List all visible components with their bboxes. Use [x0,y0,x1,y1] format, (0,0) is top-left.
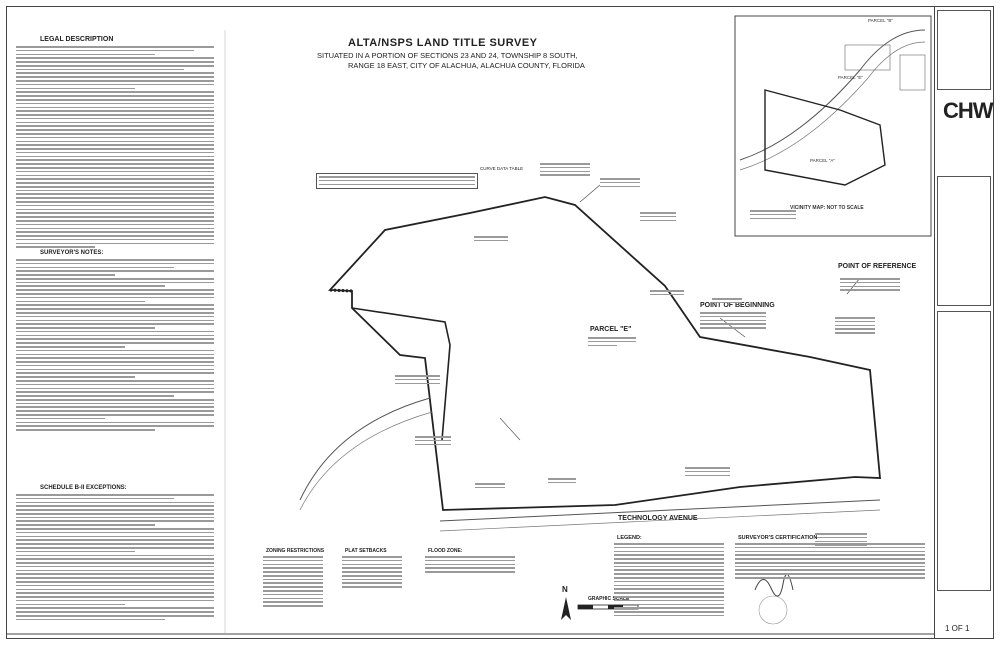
road-curve [299,397,431,501]
schedule-exceptions-heading: SCHEDULE B-II EXCEPTIONS: [40,485,127,491]
road-row-line [439,499,881,522]
survey-sheet [6,6,994,639]
survey-title: ALTA/NSPS LAND TITLE SURVEY [348,37,538,49]
title-block: CHW 1 OF 1 [934,6,994,639]
point-of-reference-label: POINT OF REFERENCE [838,263,917,270]
legend-heading: LEGEND: [617,535,642,541]
legal-description-heading: LEGAL DESCRIPTION [40,36,114,43]
road-name-label: TECHNOLOGY AVENUE [618,515,698,522]
point-of-beginning-label: POINT OF BEGINNING [700,302,775,309]
road-row-line-2 [439,509,881,532]
setbacks-heading: PLAT SETBACKS [345,548,387,554]
zoning-heading: ZONING RESTRICTIONS [266,548,325,554]
flood-zone-heading: FLOOD ZONE: [428,548,463,554]
surveyor-certification-heading: SURVEYOR'S CERTIFICATION [738,535,818,541]
road-curve-inner [299,411,433,511]
leader-line [499,417,521,441]
vicinity-road [739,29,926,161]
survey-subtitle-line-2: RANGE 18 EAST, CITY OF ALACHUA, ALACHUA … [348,61,585,70]
vicinity-parcel-b-label: PARCEL "B" [868,18,893,23]
leader-line [579,184,601,203]
legal-description-text [16,46,214,250]
vicinity-map-caption: VICINITY MAP: NOT TO SCALE [790,205,864,211]
graphic-scale-fill [608,605,623,609]
title-block-header [937,10,991,90]
title-block-revisions [937,176,991,306]
vicinity-parcel-box [844,44,891,71]
curve-data-table [316,173,478,189]
north-letter: N [562,585,568,594]
vicinity-parcel-box [899,54,926,91]
title-block-project-info [937,311,991,591]
schedule-exceptions-text [16,494,214,623]
curve-table-heading: CURVE DATA TABLE [480,166,524,171]
surveyors-notes-text [16,259,214,433]
inner-lot-line [351,307,451,441]
sheet-number: 1 OF 1 [945,624,970,633]
vicinity-road-2 [739,41,926,171]
parcel-boundary [328,196,881,511]
graphic-scale-label: GRAPHIC SCALE [588,596,630,602]
surveyors-notes-heading: SURVEYOR'S NOTES: [40,250,104,256]
parcel-e-label: PARCEL "E" [590,326,632,333]
north-arrow-icon [561,597,571,620]
survey-subtitle-line-1: SITUATED IN A PORTION OF SECTIONS 23 AND… [317,51,578,60]
vicinity-map-frame [734,15,932,237]
graphic-scale-fill [578,605,593,609]
vicinity-parcel-outline [764,89,886,186]
vicinity-parcel-a-label: PARCEL "A" [810,158,835,163]
firm-logo: CHW [943,98,994,123]
seal-circle [758,595,788,625]
vicinity-parcel-e-label: PARCEL "E" [838,75,863,80]
